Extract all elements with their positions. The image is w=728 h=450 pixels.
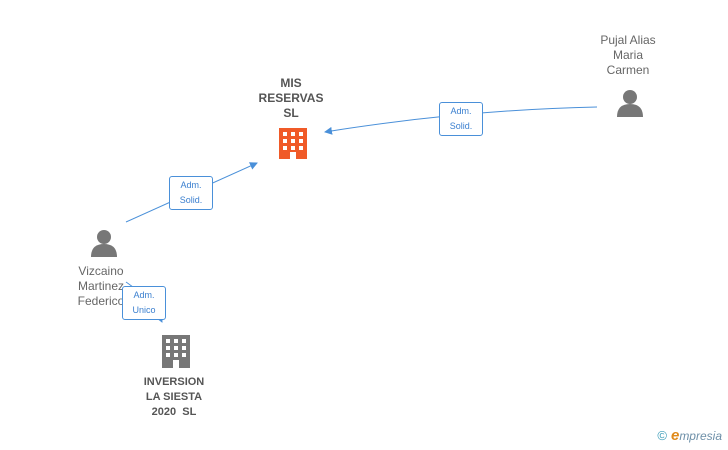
person-icon[interactable]	[91, 230, 117, 257]
building-icon[interactable]	[279, 128, 307, 159]
label-line: RESERVAS	[258, 91, 324, 105]
edge-label-line: Unico	[132, 305, 156, 315]
building-icon[interactable]	[162, 335, 190, 368]
label-line: Carmen	[606, 63, 650, 77]
person-icon[interactable]	[617, 90, 643, 117]
brand-name: mpresia	[679, 429, 722, 443]
edge-label-line: Adm.	[180, 180, 202, 190]
empresia-logo[interactable]: ©empresia	[657, 427, 722, 444]
label-line: Pujal Alias	[600, 33, 656, 47]
edge-label-line: Adm.	[133, 290, 155, 300]
label-line: INVERSION	[143, 376, 205, 388]
label-line: SL	[283, 106, 299, 120]
person-label-vizcaino[interactable]: Vizcaino Martinez Federico	[58, 264, 144, 309]
edge-label-line: Solid.	[179, 195, 203, 205]
label-line: Vizcaino	[78, 264, 124, 278]
label-line: Martinez	[77, 279, 124, 293]
company-label-mis-reservas[interactable]: MIS RESERVAS SL	[246, 76, 336, 121]
company-label-inversion[interactable]: INVERSION LA SIESTA 2020 SL	[128, 375, 220, 420]
copyright-icon: ©	[657, 428, 667, 443]
edge-label-line: Adm.	[450, 106, 472, 116]
label-line: 2020 SL	[151, 406, 197, 418]
label-line: Maria	[612, 48, 643, 62]
person-label-pujal[interactable]: Pujal Alias Maria Carmen	[580, 33, 676, 78]
edge-label-vizcaino-mis[interactable]: Adm. Solid.	[169, 176, 213, 210]
label-line: LA SIESTA	[145, 391, 203, 403]
brand-initial: e	[670, 427, 680, 444]
edge-label-line: Solid.	[449, 121, 473, 131]
edge-label-pujal[interactable]: Adm. Solid.	[439, 102, 483, 136]
label-line: Federico	[77, 294, 125, 308]
label-line: MIS	[280, 76, 302, 90]
edge-label-vizcaino-inversion[interactable]: Adm. Unico	[122, 286, 166, 320]
